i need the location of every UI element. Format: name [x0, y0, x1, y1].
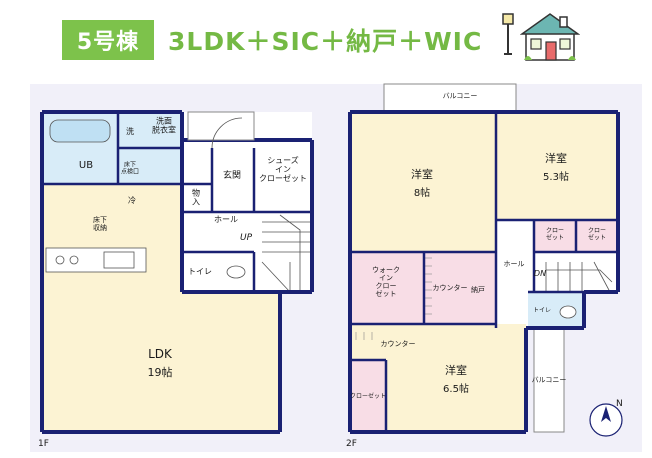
floor-2: バルコニー 洋室 8帖 洋室 5.3帖 クローゼット クローゼット ホール DN…: [346, 83, 620, 449]
balcony-side-label: バルコニー: [532, 376, 567, 384]
porch: [187, 111, 255, 141]
floor-1-label: 1F: [38, 439, 49, 449]
bathtub: [49, 119, 111, 143]
toilet-label-2f: トイレ: [533, 307, 551, 314]
walk-in-closet-area: [350, 252, 424, 324]
stairs-area-2f: [534, 252, 618, 292]
toilet-fixture-2f: [559, 305, 577, 319]
inner-walls-1f: [42, 112, 312, 292]
ldk-size-label: 19帖: [148, 366, 173, 379]
toilet-label-1f: トイレ: [188, 267, 212, 276]
hall-label-2f: ホール: [504, 260, 525, 268]
closet-3-area: [350, 360, 386, 432]
western-room-2-area: [496, 112, 618, 220]
counter-vertical-label: カウンター: [433, 283, 468, 292]
entrance-door-swing: [211, 117, 243, 149]
up-label: UP: [240, 233, 253, 243]
closet-2-area: [576, 220, 618, 252]
western-room-3-label: 洋室: [445, 363, 467, 377]
western-room-1-area: [350, 112, 496, 252]
floor-1: UB 洗 床下点検口 洗面脱衣室 玄関 シューズインクローゼット 冷 物入 ホー…: [38, 110, 314, 449]
floor-2-label: 2F: [346, 439, 357, 449]
western-room-2-label: 洋室: [545, 151, 567, 165]
entrance-label: 玄関: [223, 169, 241, 181]
counter-horizontal-label: カウンター: [381, 339, 416, 348]
ldk-area: [42, 292, 280, 432]
underfloor-hatch-label: 床下点検口: [121, 161, 139, 176]
western-room-3-size: 6.5帖: [443, 382, 469, 395]
storeroom-label: 納戸: [471, 285, 485, 294]
hall-label-1f: ホール: [214, 215, 238, 224]
dn-label: DN: [534, 269, 546, 278]
closet-1-area: [534, 220, 576, 252]
sink: [103, 251, 135, 269]
closet-1-label: クローゼット: [546, 228, 564, 242]
underfloor-storage-label: 床下収納: [93, 215, 107, 232]
layout-title: 3LDK＋SIC＋納戸＋WIC: [168, 27, 483, 56]
balcony-side: [533, 327, 565, 433]
western-room-1-label: 洋室: [411, 167, 433, 181]
kitchen-area: [42, 184, 182, 292]
compass-north-label: N: [616, 399, 623, 409]
stove-burner-2: [69, 255, 79, 265]
stairs-1f: [261, 214, 312, 293]
house-icon: [520, 13, 580, 61]
wash-label: 洗: [126, 126, 134, 136]
toilet-fixture-1f: [226, 265, 246, 279]
western-room-2-size: 5.3帖: [543, 170, 569, 183]
balcony-top-label: バルコニー: [443, 92, 478, 100]
ub-label: UB: [79, 160, 93, 171]
washroom-label: 洗面脱衣室: [152, 115, 176, 134]
storeroom-area: [424, 252, 496, 324]
header: 5号棟 3LDK＋SIC＋納戸＋WIC: [0, 0, 652, 80]
compass-icon: N: [589, 399, 623, 437]
closet-3-label: クローゼット: [350, 392, 386, 400]
walk-in-closet-label: ウォークインクローゼット: [372, 266, 400, 298]
stairs-2f: [545, 261, 613, 293]
street-lamp-icon: [502, 13, 514, 55]
building-number-badge: 5号棟: [62, 20, 154, 60]
fridge-label: 冷: [128, 195, 136, 205]
ldk-label: LDK: [148, 347, 173, 361]
shoes-closet-label: シューズインクローゼット: [259, 155, 307, 183]
hall-area-2f: [496, 220, 534, 328]
storage-label: 物入: [192, 187, 200, 206]
western-room-1-size: 8帖: [414, 186, 430, 199]
closet-2-label: クローゼット: [588, 228, 606, 242]
balcony-top: [383, 83, 517, 113]
inner-walls-2f: [350, 112, 618, 432]
counter-hatch: [355, 257, 432, 340]
walls-2f: [348, 110, 620, 434]
stove-burner-1: [55, 255, 65, 265]
